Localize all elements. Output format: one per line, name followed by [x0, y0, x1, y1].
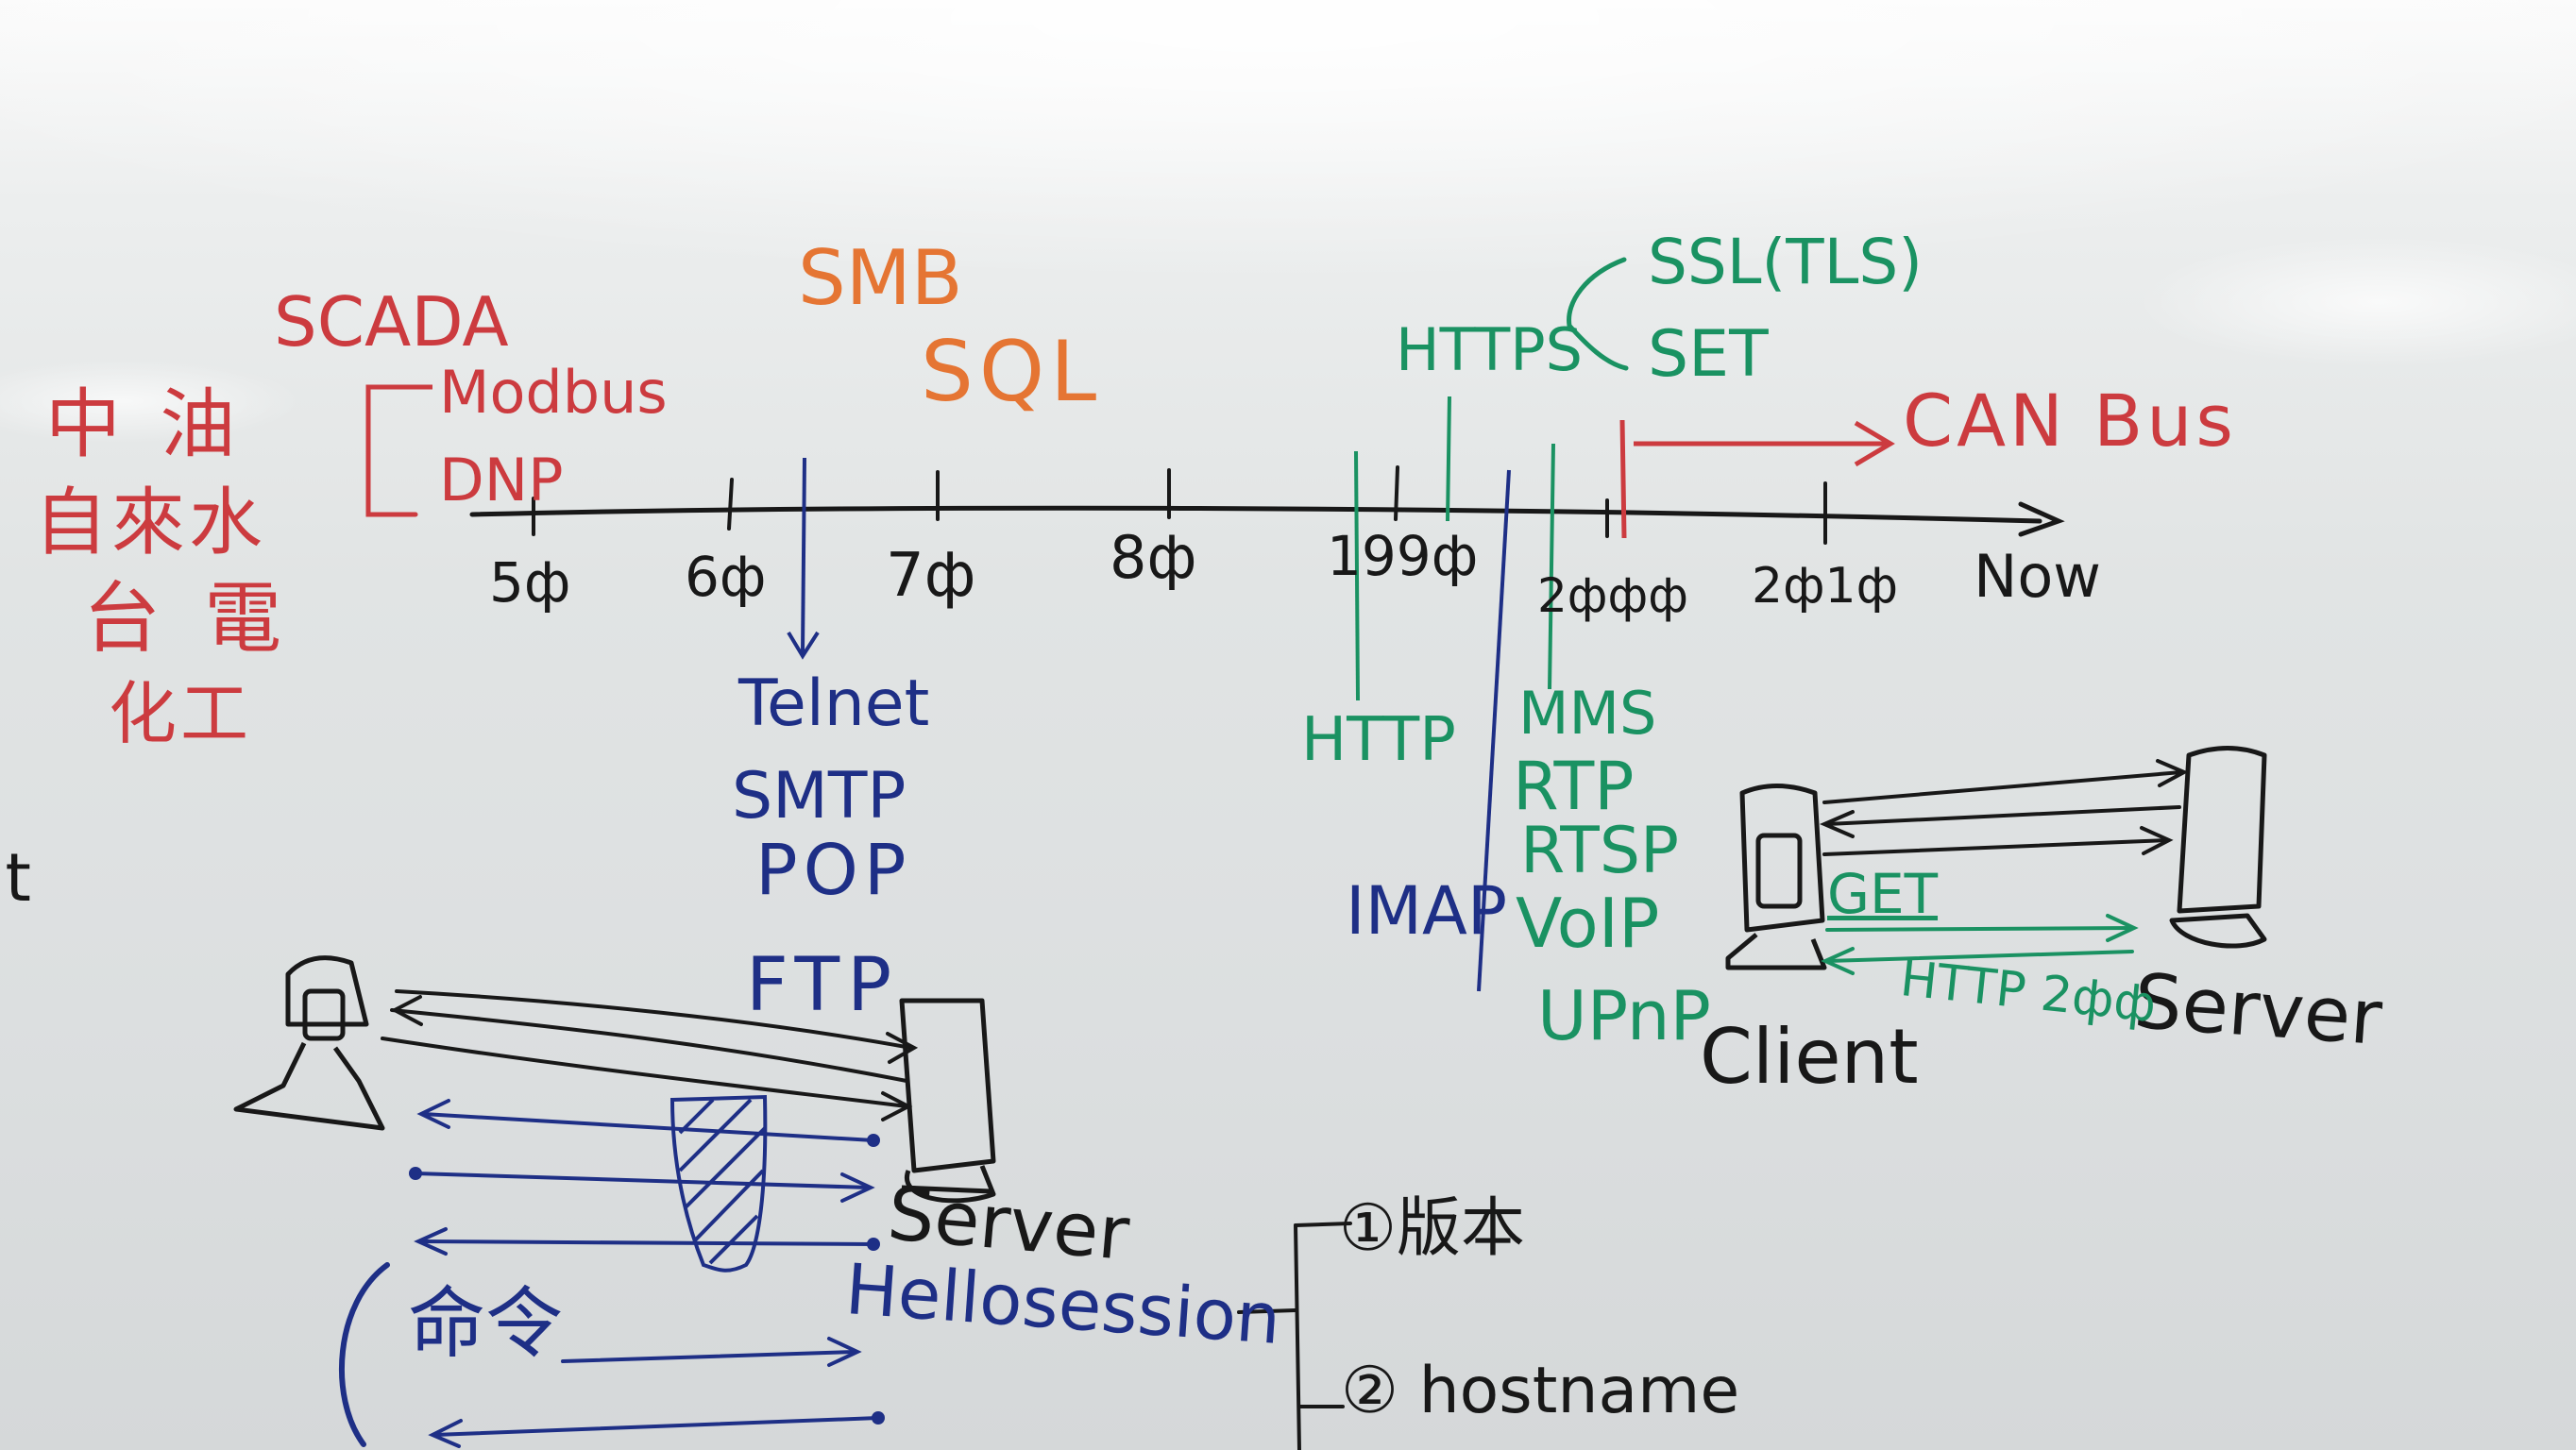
- right-server-label: Server: [2131, 956, 2385, 1063]
- timeline-tick-marks: [532, 465, 1827, 545]
- imap-label: IMAP: [1346, 872, 1508, 950]
- version-item: ①版本: [1339, 1191, 1525, 1266]
- scada-bracket: [365, 384, 418, 517]
- pop-label: POP: [755, 830, 912, 911]
- mms-line: [1548, 443, 1555, 690]
- smtp-label: SMTP: [732, 759, 907, 834]
- tick-label-1990: 199ф: [1327, 524, 1479, 588]
- scada-label: SCADA: [274, 282, 509, 362]
- telnet-arrow-line: [801, 457, 806, 654]
- edge-text-fragment: it: [0, 839, 31, 917]
- right-client-computer: [1725, 784, 1827, 970]
- command-label: 命令: [408, 1279, 564, 1369]
- https-line: [1446, 396, 1451, 522]
- http-label: HTTP: [1301, 705, 1456, 775]
- left-black-arrows: [381, 989, 919, 1121]
- dnp-label: DNP: [439, 446, 564, 514]
- get-label: GET: [1827, 862, 1939, 926]
- tick-label-70: 7ф: [886, 541, 976, 611]
- left-blue-dots: [409, 1134, 885, 1425]
- tick-label-80: 8ф: [1110, 523, 1197, 592]
- https-label: HTTPS: [1396, 315, 1584, 384]
- right-green-arrows: [1821, 914, 2139, 975]
- left-client-computer: [233, 955, 385, 1131]
- voip-label: VoIP: [1516, 884, 1660, 963]
- http-line: [1354, 450, 1360, 701]
- mms-label: MMS: [1518, 679, 1657, 748]
- right-server-computer: [2169, 746, 2267, 949]
- telnet-label: Telnet: [738, 666, 930, 741]
- timeline-arrowhead: [2018, 501, 2065, 537]
- tick-label-50: 5ф: [489, 550, 571, 615]
- tick-label-now: Now: [1974, 542, 2102, 611]
- canbus-marker: [1619, 419, 1627, 539]
- rtp-label: RTP: [1513, 748, 1635, 825]
- tick-label-2010: 2ф1ф: [1752, 558, 1899, 615]
- upnp-label: UPnP: [1537, 976, 1711, 1055]
- ssl-tls-label: SSL(TLS): [1648, 226, 1924, 298]
- cjk-line-1: 中 油: [45, 380, 244, 468]
- hostname-item: ② hostname: [1341, 1354, 1740, 1428]
- tick-label-60: 6ф: [685, 545, 767, 609]
- https-bracket: [1567, 257, 1629, 371]
- modbus-label: Modbus: [439, 358, 668, 427]
- cjk-line-4: 化工: [109, 674, 253, 753]
- smb-label: SMB: [798, 234, 963, 322]
- tick-label-2000: 2ффф: [1537, 568, 1689, 623]
- timeline-axis: [469, 505, 2042, 524]
- right-black-arrows: [1819, 759, 2189, 856]
- rtsp-label: RTSP: [1520, 814, 1680, 888]
- canbus-arrowhead: [1854, 420, 1895, 467]
- sql-label: SQL: [921, 323, 1103, 420]
- set-label: SET: [1648, 317, 1769, 392]
- hatched-shield: [669, 1094, 768, 1273]
- left-server-computer: [899, 998, 996, 1204]
- imap-line: [1477, 469, 1511, 992]
- cjk-line-2: 自來水: [34, 481, 267, 565]
- session-bracket: [1237, 1222, 1352, 1450]
- command-bracket: [339, 1262, 390, 1447]
- left-blue-arrows: [414, 1099, 880, 1448]
- canbus-label: CAN Bus: [1903, 379, 2237, 463]
- cjk-line-3: 台 電: [83, 574, 292, 664]
- telnet-arrowhead: [787, 631, 820, 660]
- right-client-label: Client: [1700, 1013, 1919, 1101]
- ftp-label: FTP: [746, 943, 900, 1028]
